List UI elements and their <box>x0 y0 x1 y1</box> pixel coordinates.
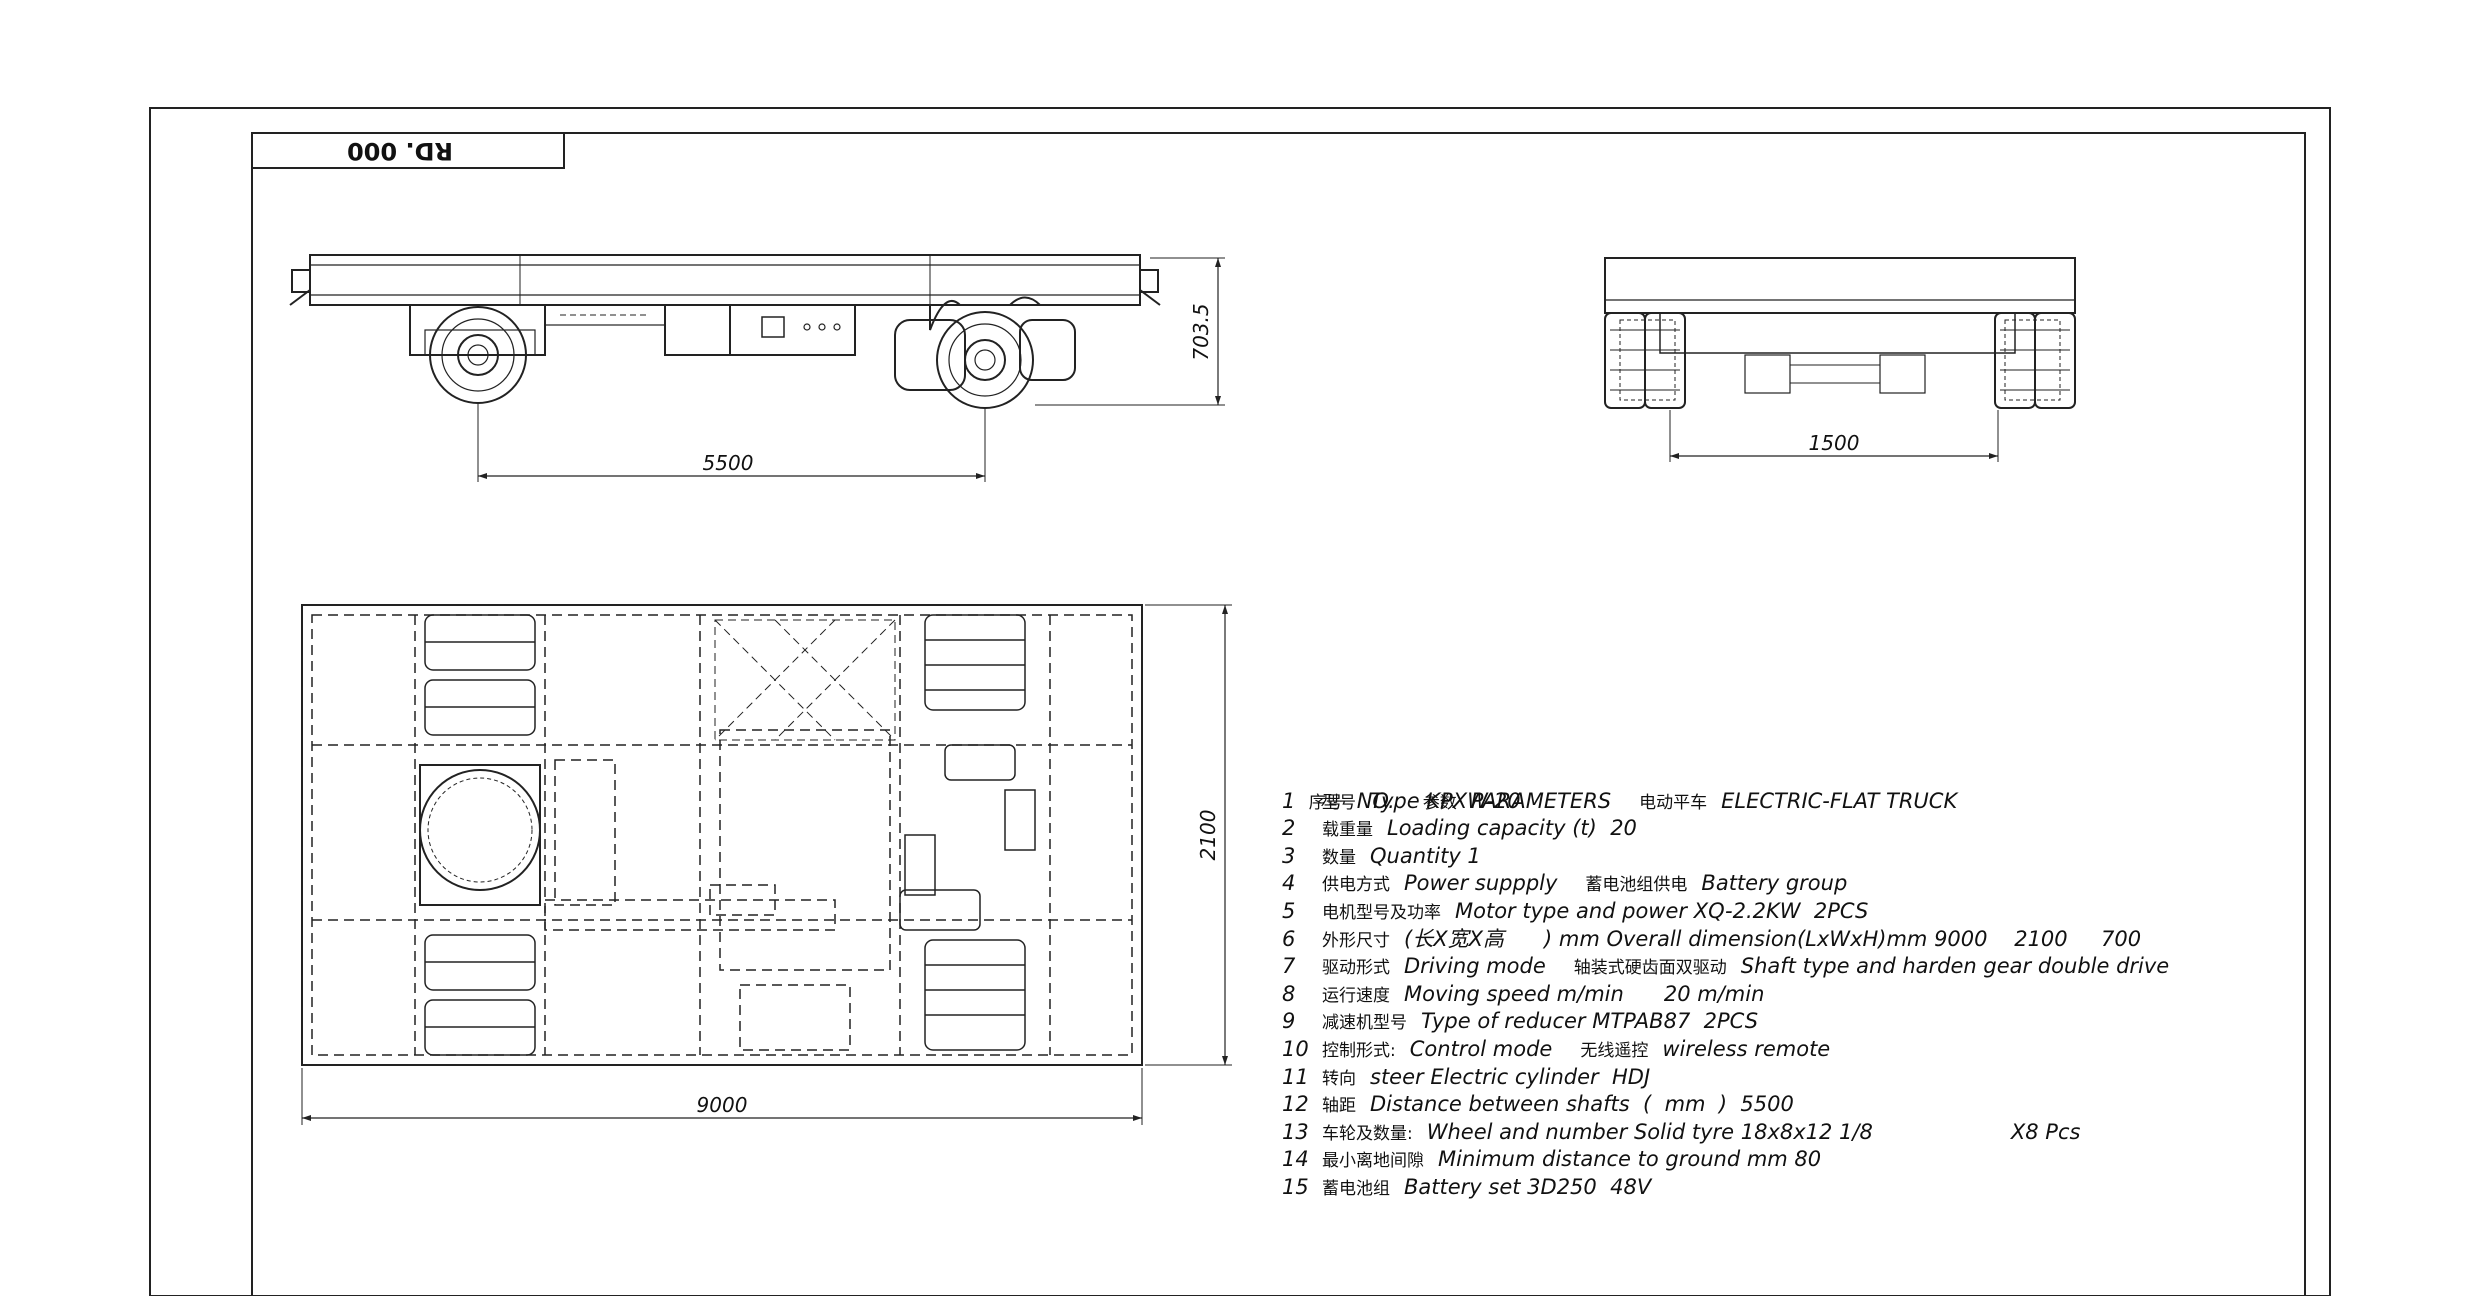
parameter-number: 12 <box>1282 1092 1309 1117</box>
parameter-label-cn: 电机型号及功率 <box>1322 902 1441 923</box>
control-box <box>729 304 856 356</box>
parameter-number: 14 <box>1282 1147 1309 1172</box>
parameter-row: 13 车轮及数量: Wheel and number Solid tyre 18x8… <box>1282 1119 2432 1147</box>
parameter-row: 3 数量 Quantity 1 <box>1282 843 2432 871</box>
parameter-header: 序号 NO. 参数 PARAMETERS 电动平车 ELECTRIC-FLAT TRUCK <box>1282 760 2432 813</box>
parameter-row: 12 轴距 Distance between shafts ( mm ) 5500 <box>1282 1091 2432 1119</box>
parameter-value-en: Battery set 3D250 48V <box>1404 1174 1652 1199</box>
parameter-value-en: Type KPXW-20 <box>1370 788 1521 813</box>
parameter-label-cn: 控制形式: <box>1322 1040 1396 1061</box>
parameter-row: 14 最小离地间隙 Minimum distance to ground mm 80 <box>1282 1146 2432 1174</box>
parameter-value-en: Loading capacity (t) 20 <box>1387 816 1637 841</box>
parameter-row: 5 电机型号及功率 Motor type and power XQ-2.2KW 2P… <box>1282 898 2432 926</box>
parameter-label-cn: 型号 <box>1322 792 1356 813</box>
parameter-number: 9 <box>1282 1009 1296 1034</box>
parameter-row: 8 运行速度 Moving speed m/min 20 m/min <box>1282 981 2432 1009</box>
parameter-label-cn: 蓄电池组 <box>1322 1178 1390 1199</box>
parameter-number: 3 <box>1282 843 1296 868</box>
parameter-label-cn: 载重量 <box>1322 820 1373 841</box>
right-wheel-group-icon <box>899 614 1036 1051</box>
parameter-number: 11 <box>1282 1064 1309 1089</box>
parameter-label-cn: 驱动形式 <box>1322 958 1390 979</box>
parameter-label-cn: 供电方式 <box>1322 875 1390 896</box>
header-param-cn: 参数 <box>1422 792 1457 813</box>
parameter-number: 4 <box>1282 871 1296 896</box>
parameter-value-en: Wheel and number Solid tyre 18x8x12 1/8 <box>1426 1119 1873 1144</box>
parameter-value-en: Driving mode <box>1404 954 1546 979</box>
header-no-cn: 序号 <box>1308 792 1343 813</box>
parameter-value-en-2: Shaft type and harden gear double drive <box>1740 954 2170 979</box>
plan-length-label: 9000 <box>697 1093 748 1117</box>
parameter-number: 13 <box>1282 1119 1309 1144</box>
title-block: RD. 000 <box>251 132 565 169</box>
parameter-row: 15 蓄电池组 Battery set 3D250 48V <box>1282 1174 2432 1202</box>
parameter-value-en-2: wireless remote <box>1662 1036 1831 1061</box>
parameter-number: 15 <box>1282 1174 1309 1199</box>
header-product-en: ELECTRIC-FLAT TRUCK <box>1721 788 1958 813</box>
parameter-label-cn-2: 蓄电池组供电 <box>1585 875 1688 896</box>
parameter-value-en: Distance between shafts ( mm ) 5500 <box>1370 1092 1794 1117</box>
parameter-number: 6 <box>1282 926 1296 951</box>
header-param-en: PARAMETERS <box>1470 788 1612 813</box>
left-wheel-group-icon <box>424 614 536 1056</box>
parameter-number: 10 <box>1282 1036 1309 1061</box>
parameter-value-en: Power suppply <box>1404 871 1558 896</box>
parameter-label-cn: 减速机型号 <box>1322 1013 1407 1034</box>
parameter-number: 5 <box>1282 898 1296 923</box>
drawing-number: RD. 000 <box>347 137 453 165</box>
header-no-en: NO. <box>1356 788 1395 813</box>
parameter-number: 1 <box>1282 788 1296 813</box>
side-wheelbase-label: 5500 <box>703 451 754 475</box>
side-view: 703.5 5500 <box>289 254 1225 482</box>
parameter-value-en: Type of reducer MTPAB87 2PCS <box>1421 1009 1759 1034</box>
parameter-value-en-2: Battery group <box>1701 871 1848 896</box>
parameter-label-cn: 最小离地间隙 <box>1322 1151 1424 1172</box>
parameter-value-en: Quantity 1 <box>1370 843 1481 868</box>
parameter-number: 2 <box>1282 816 1296 841</box>
parameter-label-cn: 运行速度 <box>1322 985 1390 1006</box>
parameter-label-cn: 外形尺寸 <box>1322 930 1390 951</box>
parameter-value-en: steer Electric cylinder HDJ <box>1370 1064 1651 1089</box>
right-wheel-icon <box>936 311 1034 409</box>
end-view: 1500 <box>1604 257 2076 462</box>
parameter-value-en: Motor type and power XQ-2.2KW 2PCS <box>1455 898 1869 923</box>
plan-view: 9000 2100 <box>301 604 1232 1125</box>
parameter-row: 10 控制形式: Control mode 无线遥控 wireless remote <box>1282 1036 2432 1064</box>
parameter-label-cn: 数量 <box>1322 847 1356 868</box>
parameter-value-en: Moving speed m/min 20 m/min <box>1404 981 1765 1006</box>
parameter-row: 11 转向 steer Electric cylinder HDJ <box>1282 1064 2432 1092</box>
header-product-cn: 电动平车 <box>1639 792 1708 813</box>
parameter-value-en: Control mode <box>1409 1036 1553 1061</box>
plan-width-label: 2100 <box>1196 810 1220 861</box>
slewing-ring-icon <box>419 769 541 891</box>
parameter-label-cn: 车轮及数量: <box>1322 1123 1413 1144</box>
parameter-row: 4 供电方式 Power suppply 蓄电池组供电 Battery group <box>1282 870 2432 898</box>
parameter-number: 8 <box>1282 981 1296 1006</box>
sheet-border <box>149 107 2331 1296</box>
parameter-table: 序号 NO. 参数 PARAMETERS 电动平车 ELECTRIC-FLAT TRUCK… <box>1282 760 2432 1202</box>
parameter-label-cn-2: 轴装式硬齿面双驱动 <box>1573 958 1727 979</box>
parameter-row: 9 减速机型号 Type of reducer MTPAB87 2PCS <box>1282 1008 2432 1036</box>
parameter-label-cn: 轴距 <box>1322 1096 1356 1117</box>
end-width-label: 1500 <box>1809 431 1860 455</box>
parameter-label-cn: 转向 <box>1322 1068 1356 1089</box>
parameter-extra: X8 Pcs <box>2010 1119 2081 1144</box>
parameter-row: 7 驱动形式 Driving mode 轴装式硬齿面双驱动 Shaft type and… <box>1282 953 2432 981</box>
parameter-row: 1 型号 Type KPXW-20 <box>1282 788 2432 816</box>
side-height-label: 703.5 <box>1189 303 1213 360</box>
parameter-value-en: Minimum distance to ground mm 80 <box>1438 1147 1822 1172</box>
parameter-label-cn-2: 无线遥控 <box>1580 1040 1649 1061</box>
parameter-row: 2 载重量 Loading capacity (t) 20 <box>1282 815 2432 843</box>
parameter-number: 7 <box>1282 954 1296 979</box>
parameter-row: 6 外形尺寸 (长X宽X高 ) mm Overall dimension(LxWxH… <box>1282 926 2432 954</box>
parameter-value-en: (长X宽X高 ) mm Overall dimension(LxWxH)mm 9… <box>1404 926 2142 951</box>
